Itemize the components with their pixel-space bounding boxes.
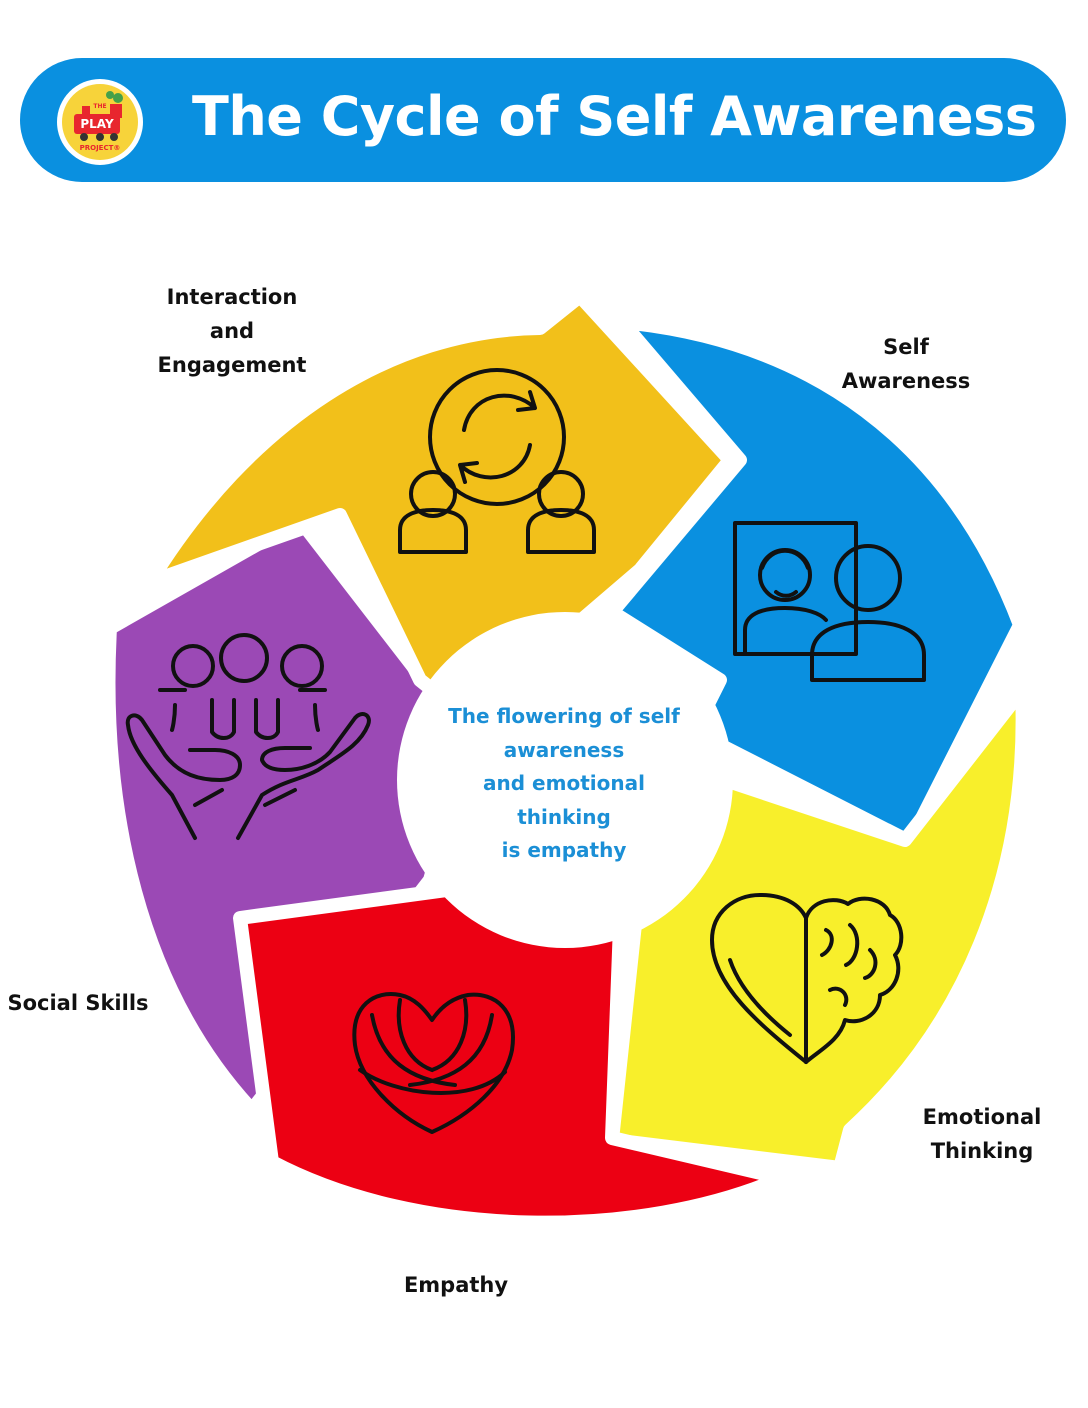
segment-social-skills: [101, 513, 477, 1117]
page-title: The Cycle of Self Awareness: [192, 85, 1037, 148]
center-circle: [397, 612, 733, 948]
logo-text-project: PROJECT®: [80, 144, 121, 152]
label-empathy: Empathy: [403, 1273, 509, 1297]
logo-text-the: THE: [93, 103, 106, 110]
mirror-reflection-icon: [733, 521, 926, 682]
label-social-skills: Social Skills: [7, 991, 149, 1015]
title-banner: [20, 58, 1066, 182]
logo-text-play: PLAY: [80, 117, 114, 131]
label-interaction: Interaction and Engagement: [157, 285, 307, 377]
hugging-heart-icon: [352, 992, 515, 1134]
heart-brain-icon: [710, 893, 904, 1064]
hands-holding-people-icon: [125, 633, 371, 840]
label-emotional-thinking: Emotional Thinking: [922, 1105, 1042, 1163]
play-project-logo: THE PLAY PROJECT®: [57, 79, 143, 165]
people-exchange-icon: [398, 368, 596, 554]
center-message: The flowering of self awareness and emot…: [448, 704, 680, 862]
label-self-awareness: Self Awareness: [841, 335, 971, 393]
